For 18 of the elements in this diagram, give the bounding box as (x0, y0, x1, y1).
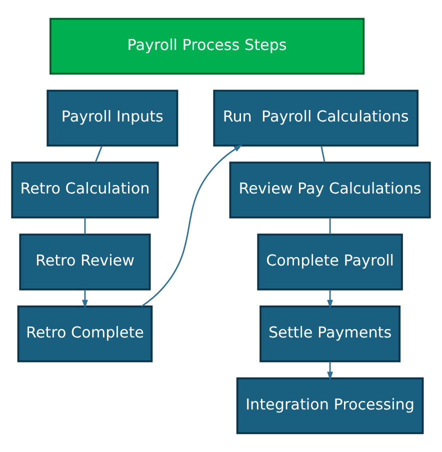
arrow (82, 290, 88, 308)
node-box: Complete Payroll (257, 234, 403, 290)
node-box: Payroll Process Steps (50, 18, 365, 75)
connector (320, 146, 326, 163)
node-box: Retro Calculation (11, 162, 159, 218)
node-box: Integration Processing (236, 377, 424, 434)
connector (94, 146, 103, 163)
arrow (141, 144, 242, 307)
connector (84, 218, 86, 234)
node-box: Retro Review (19, 234, 151, 290)
connector (329, 218, 331, 234)
arrow (327, 290, 334, 308)
node-box: Settle Payments (260, 305, 401, 362)
node-box: Payroll Inputs (46, 90, 178, 147)
node-box: Review Pay Calculations (229, 162, 431, 218)
node-box: Run Payroll Calculations (213, 90, 419, 147)
node-box: Retro Complete (17, 305, 153, 362)
arrow (327, 362, 334, 380)
